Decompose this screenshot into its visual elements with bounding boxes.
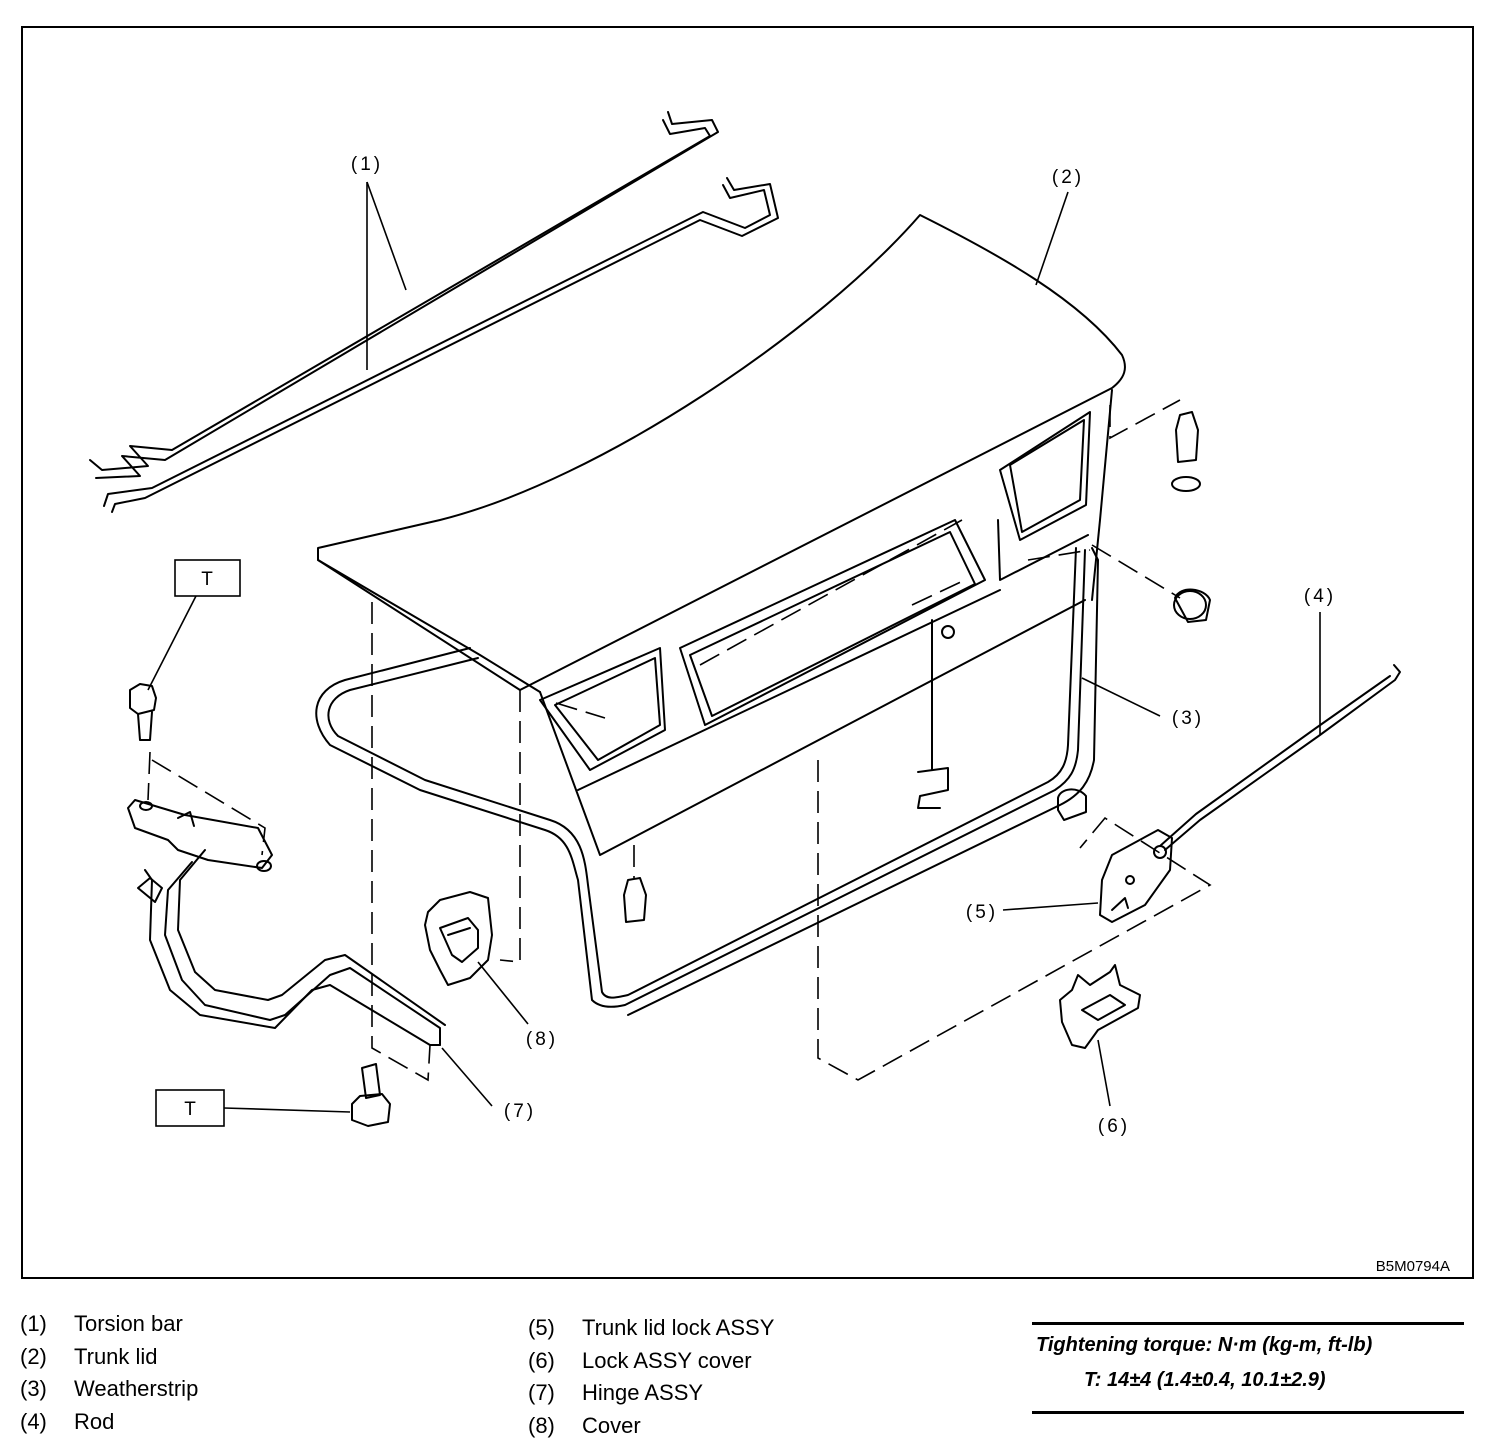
torque-spec-box: Tightening torque: N·m (kg-m, ft-lb) T: … <box>1032 1322 1464 1414</box>
torque-box-lower <box>155 1089 225 1127</box>
legend-item: (6) Lock ASSY cover <box>528 1345 774 1378</box>
legend-num: (1) <box>20 1311 47 1336</box>
torque-tag-upper: T <box>201 569 213 590</box>
legend-item: (8) Cover <box>528 1410 774 1443</box>
callout-7: (7) <box>504 1101 536 1122</box>
callout-8: (8) <box>526 1029 558 1050</box>
legend-item: (3) Weatherstrip <box>20 1373 198 1406</box>
legend-text: Trunk lid <box>74 1343 158 1369</box>
legend-num: (3) <box>20 1376 47 1401</box>
figure-code: B5M0794A <box>1376 1258 1450 1275</box>
callout-1: (1) <box>351 154 383 175</box>
legend-text: Cover <box>582 1412 641 1438</box>
callout-2: (2) <box>1052 167 1084 188</box>
torque-heading: Tightening torque: N·m (kg-m, ft-lb) <box>1036 1334 1373 1356</box>
legend-item: (7) Hinge ASSY <box>528 1377 774 1410</box>
legend-text: Trunk lid lock ASSY <box>582 1315 775 1340</box>
legend-item: (1) Torsion bar <box>20 1308 198 1341</box>
legend-left: (1) Torsion bar (2) Trunk lid (3) Weatherst… <box>20 1308 198 1438</box>
legend-text: Rod <box>74 1408 115 1434</box>
legend-item: (2) Trunk lid <box>20 1341 198 1374</box>
legend-item: (5) Trunk lid lock ASSY <box>528 1312 774 1345</box>
legend-num: (6) <box>528 1347 555 1373</box>
hinge-assy-part <box>127 799 446 1046</box>
torque-value: T: 14±4 (1.4±0.4, 10.1±2.9) <box>1084 1369 1326 1391</box>
legend-num: (5) <box>528 1315 555 1340</box>
trunk-lid-lock-part <box>1057 788 1173 923</box>
dashed-line-lid <box>555 519 966 719</box>
torque-box-upper <box>174 559 241 597</box>
hinge-cover-part <box>424 891 493 986</box>
leader-5 <box>1002 902 1099 911</box>
callout-6: (6) <box>1098 1116 1130 1137</box>
dashed-line-clip <box>1109 399 1181 440</box>
leader-7 <box>441 1047 493 1107</box>
torsion-bar-part <box>89 111 779 513</box>
lock-cover-part <box>1059 964 1141 1049</box>
clip-upper-right <box>1171 411 1201 492</box>
trunk-lid-part <box>317 214 1126 856</box>
legend-right: (5) Trunk lid lock ASSY (6) Lock ASSY cove… <box>528 1312 774 1442</box>
bolt-lower <box>351 1063 391 1127</box>
torque-tag-lower: T <box>184 1099 196 1120</box>
dashed-line-hinge-pin <box>371 602 431 1082</box>
legend-item: (4) Rod <box>20 1406 198 1439</box>
legend-text: Hinge ASSY <box>582 1380 704 1405</box>
legend-text: Weatherstrip <box>74 1376 199 1401</box>
diagram-frame <box>21 26 1474 1279</box>
dashed-line-upper-bolt <box>147 751 266 856</box>
bolt-upper <box>129 683 157 741</box>
legend-text: Torsion bar <box>74 1311 183 1336</box>
leader-1a <box>366 181 407 291</box>
legend-num: (8) <box>528 1412 555 1438</box>
callout-3: (3) <box>1172 708 1204 729</box>
leader-t-upper <box>147 595 197 691</box>
callout-4: (4) <box>1304 586 1336 607</box>
leader-t-lower <box>223 1107 351 1113</box>
stopper-right <box>1173 588 1211 623</box>
dashed-line-cover <box>499 690 521 963</box>
leader-8 <box>477 961 529 1025</box>
leader-3 <box>1081 677 1161 717</box>
legend-num: (7) <box>528 1380 555 1405</box>
legend-text: Lock ASSY cover <box>582 1347 752 1373</box>
weatherstrip-part <box>315 547 1099 1016</box>
dashed-line-stopper <box>1027 544 1181 599</box>
lock-striker-bracket <box>917 619 955 809</box>
legend-num: (4) <box>20 1408 47 1434</box>
leader-2 <box>1035 191 1069 286</box>
leader-6 <box>1097 1039 1111 1107</box>
legend-num: (2) <box>20 1343 47 1369</box>
dashed-line-lock <box>817 760 1212 1081</box>
rod-part <box>1159 664 1401 851</box>
clip-bottom-lid <box>623 877 647 923</box>
callout-5: (5) <box>966 902 998 923</box>
